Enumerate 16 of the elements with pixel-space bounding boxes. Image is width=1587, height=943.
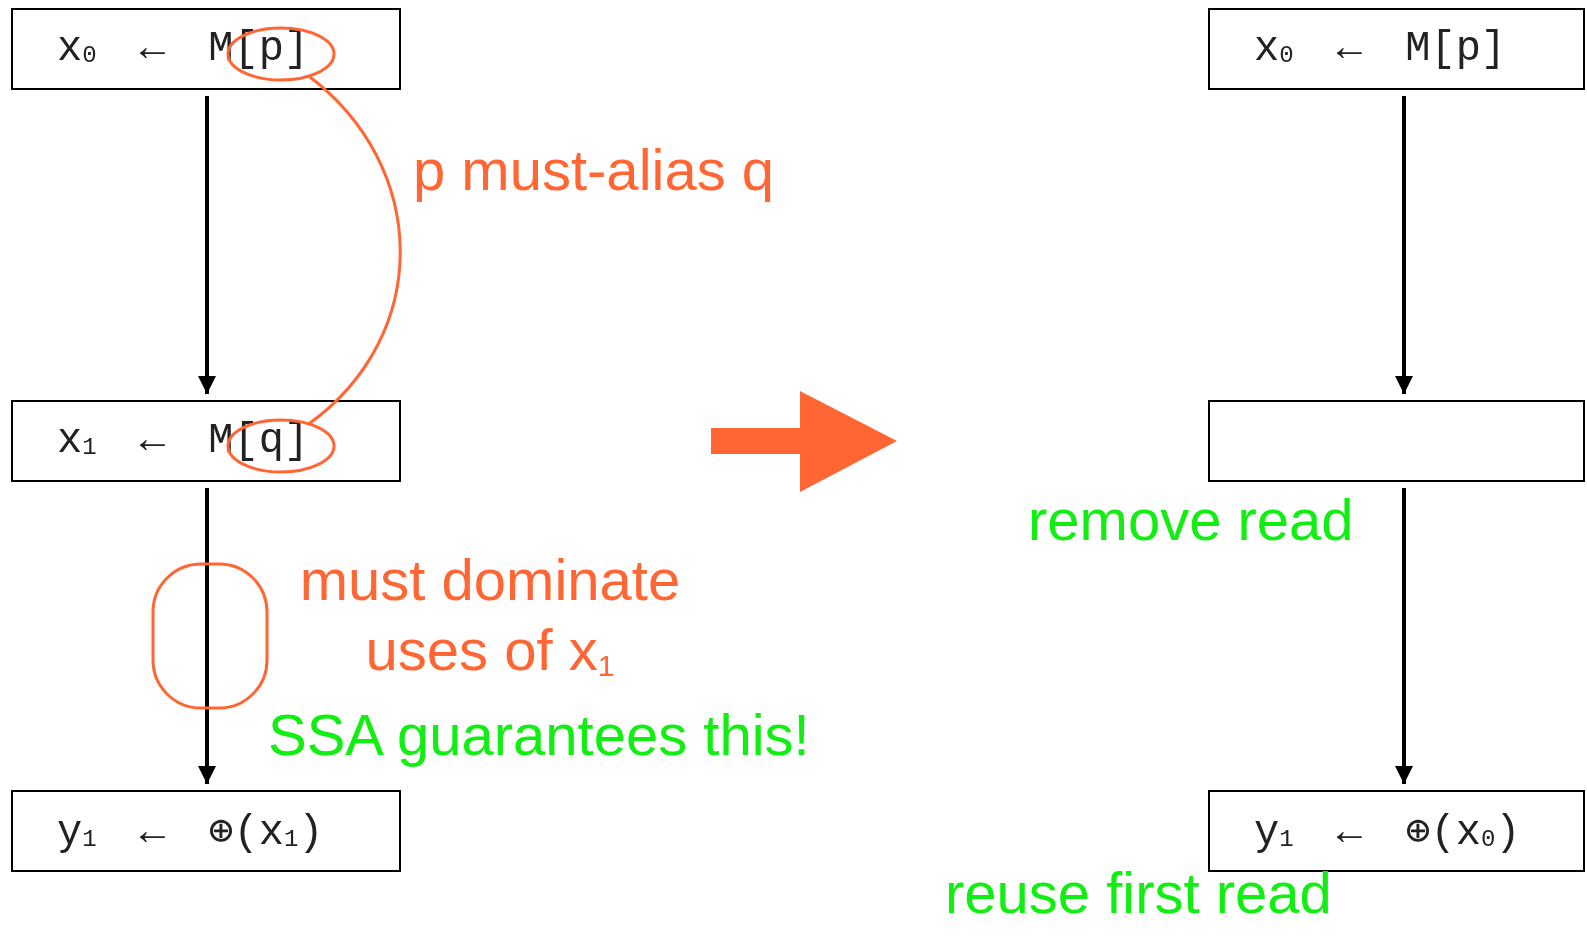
statement-box bbox=[11, 790, 401, 872]
statement-box bbox=[1208, 790, 1585, 872]
empty-statement-box bbox=[1208, 400, 1585, 482]
arrow bbox=[1395, 96, 1413, 394]
alias-curve bbox=[307, 74, 402, 426]
arrow bbox=[1395, 488, 1413, 784]
statement-box bbox=[11, 8, 401, 90]
arrow bbox=[198, 96, 216, 394]
arrow bbox=[198, 488, 216, 784]
annotation-text: must dominate uses of x$_{1}$ bbox=[298, 546, 682, 684]
annotation-text: SSA guarantees this! bbox=[268, 701, 810, 769]
statement-box bbox=[11, 400, 401, 482]
annotation-text: reuse first read bbox=[945, 859, 1332, 927]
annotation-text: p must-alias q bbox=[413, 136, 775, 204]
annotation-text: remove read bbox=[1028, 486, 1354, 554]
statement-box bbox=[1208, 8, 1585, 90]
